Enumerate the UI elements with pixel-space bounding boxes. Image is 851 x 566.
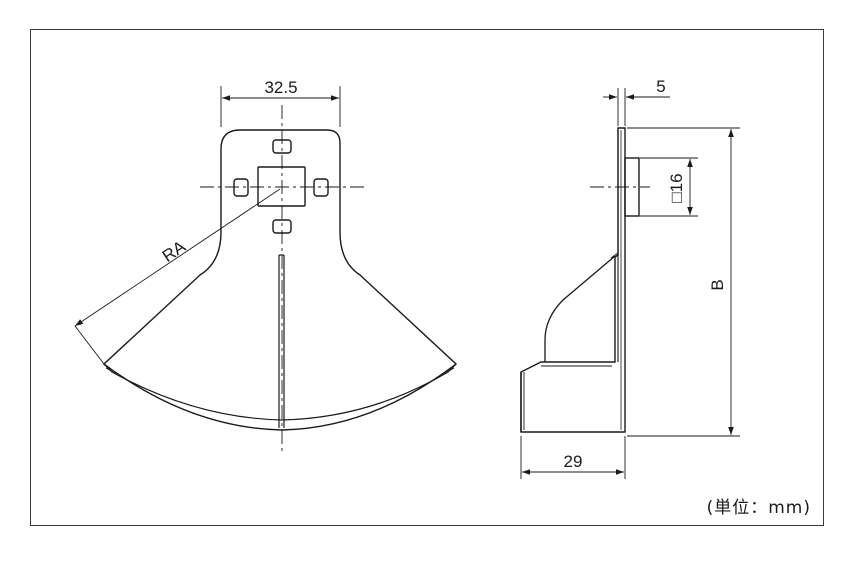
front-dimensions: [74, 86, 341, 365]
side-dimensions: [520, 88, 740, 479]
depth-label: 29: [564, 452, 583, 471]
side-view: [520, 127, 640, 433]
side-gusset: [544, 255, 616, 362]
unit-note: (単位：mm): [706, 498, 811, 518]
width-top-label: 32.5: [264, 78, 297, 97]
blade-outline: [102, 129, 458, 431]
radius-label: RA: [159, 237, 190, 266]
blade-inner-arc: [111, 371, 449, 421]
front-centerlines: [200, 105, 368, 455]
slot-hole-left: [233, 178, 249, 197]
front-view: [102, 129, 458, 431]
height-label: B: [708, 279, 727, 290]
thickness-label: 5: [656, 77, 665, 96]
side-plate: [520, 127, 626, 433]
square-hole: [257, 166, 306, 207]
drawing-frame: [30, 29, 824, 526]
slot-hole-right: [313, 178, 329, 197]
square-hole-label: □16: [667, 173, 686, 202]
